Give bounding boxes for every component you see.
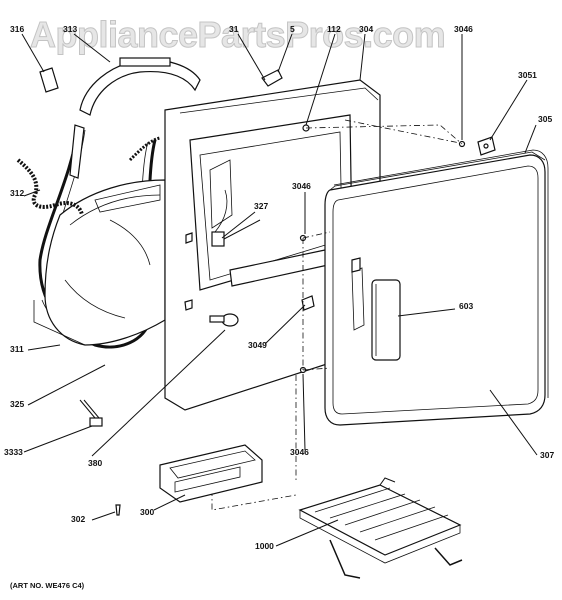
inner-door-panel — [44, 179, 166, 346]
label-307: 307 — [540, 450, 554, 460]
drying-rack — [298, 477, 463, 579]
callout-labels: 316 313 31 5 112 304 3046 3051 305 312 3… — [4, 24, 554, 551]
lint-filter — [159, 444, 263, 503]
label-31x: 31 — [229, 24, 239, 34]
hinge-3051 — [477, 136, 496, 156]
label-327: 327 — [254, 201, 268, 211]
clip-part — [39, 67, 59, 93]
label-3046-bot: 3046 — [290, 447, 309, 457]
screw-302 — [115, 504, 121, 516]
label-380: 380 — [88, 458, 102, 468]
label-304: 304 — [359, 24, 373, 34]
label-305: 305 — [538, 114, 552, 124]
label-3046-mid: 3046 — [292, 181, 311, 191]
watermark-text: AppliancePartsPros.com — [30, 14, 445, 55]
label-316: 316 — [10, 24, 24, 34]
label-313: 313 — [63, 24, 77, 34]
wire-harness — [16, 136, 161, 216]
label-1000: 1000 — [255, 541, 274, 551]
label-325: 325 — [10, 399, 24, 409]
label-3051: 3051 — [518, 70, 537, 80]
leader-lines — [21, 33, 538, 547]
hinge-bracket — [69, 57, 201, 179]
lamp-socket — [211, 219, 261, 247]
label-603: 603 — [459, 301, 473, 311]
label-112: 112 — [327, 24, 341, 34]
label-312: 312 — [10, 188, 24, 198]
label-3333: 3333 — [4, 447, 23, 457]
outer-door — [324, 151, 546, 426]
label-3046-top: 3046 — [454, 24, 473, 34]
art-number-caption: (ART NO. WE476 C4) — [10, 581, 85, 590]
door-knob — [209, 313, 239, 327]
label-x5: 5 — [290, 24, 295, 34]
screw-top — [261, 69, 283, 87]
label-302: 302 — [71, 514, 85, 524]
door-gasket-edge — [333, 149, 549, 398]
label-300: 300 — [140, 507, 154, 517]
label-311: 311 — [10, 344, 24, 354]
label-3049: 3049 — [248, 340, 267, 350]
assembly-lines — [33, 119, 463, 511]
switch-3333 — [79, 399, 103, 427]
